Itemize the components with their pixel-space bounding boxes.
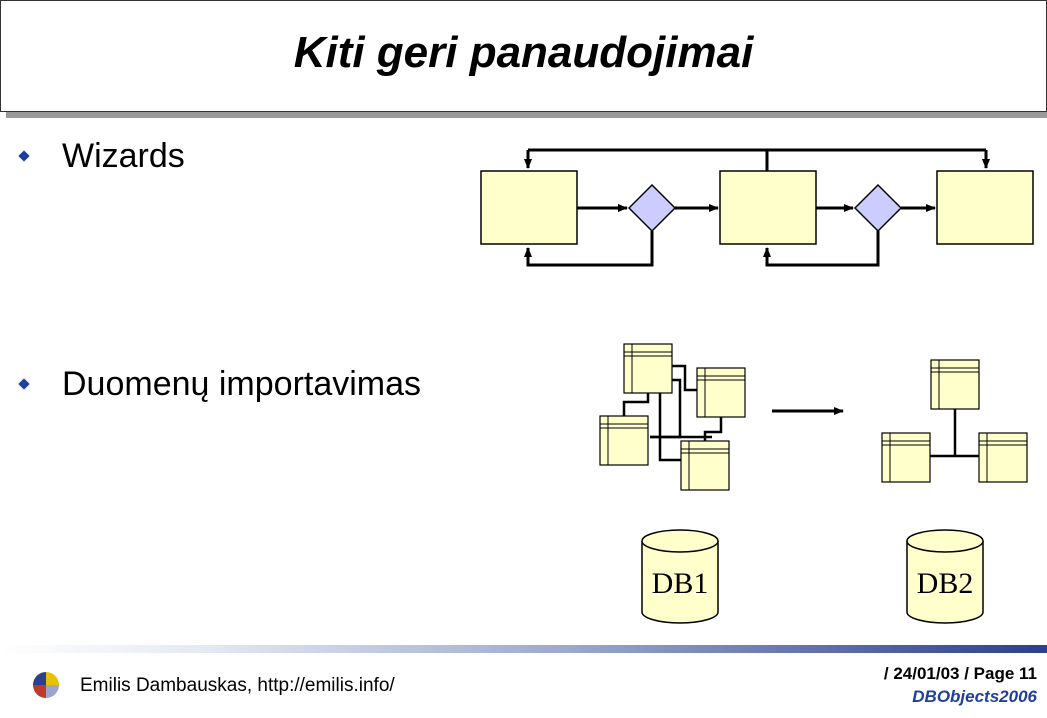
wizard-step-box (936, 170, 1034, 245)
import-target-tables (881, 359, 1028, 483)
bullet-wizards: Wizards (62, 137, 185, 175)
database-db2-icon: DB2 (906, 529, 984, 624)
footer-divider (0, 645, 1047, 653)
decision-diamond (853, 183, 903, 233)
database-db1-icon: DB1 (641, 529, 719, 624)
author-logo-icon (33, 672, 59, 698)
table-icon (680, 440, 730, 491)
table-icon (930, 359, 980, 410)
table-icon (696, 367, 746, 418)
import-source-tables (599, 343, 746, 491)
table-icon (623, 343, 673, 394)
footer-author: Emilis Dambauskas, http://emilis.info/ (80, 675, 395, 696)
footer-date-page: / 24/01/03 / Page 11 (883, 664, 1037, 683)
wizard-step-box (480, 170, 578, 245)
table-icon (881, 432, 931, 483)
table-icon (599, 415, 649, 466)
footer-brand: DBObjects2006 (912, 687, 1037, 706)
slide-title: Kiti geri panaudojimai (293, 28, 754, 77)
database-db2-label: DB2 (917, 567, 974, 600)
table-icon (978, 432, 1028, 483)
title-box (0, 0, 1047, 112)
wizard-step-box (719, 170, 817, 245)
bullet-import: Duomenų importavimas (62, 365, 422, 403)
wizard-flow-diagram (480, 148, 1034, 267)
decision-diamond (627, 183, 677, 233)
database-db1-label: DB1 (652, 567, 709, 600)
